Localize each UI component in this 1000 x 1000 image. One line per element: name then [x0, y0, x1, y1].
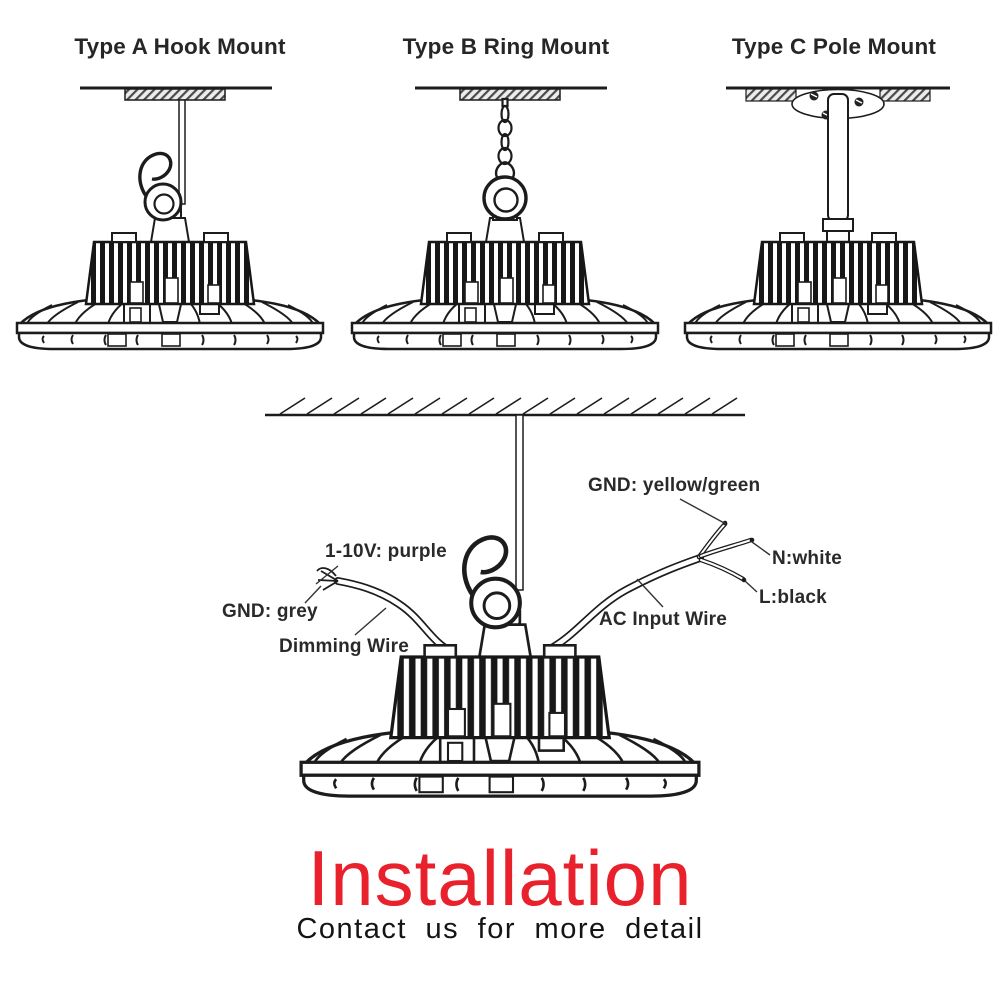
wiring-figure	[265, 397, 771, 798]
label-ground-ac: GND: yellow/green	[588, 475, 761, 496]
type-b-ring-mount-figure	[350, 86, 660, 351]
label-ground-dimming: GND: grey	[222, 601, 318, 622]
label-ac-input: AC Input Wire	[599, 609, 728, 630]
type-a-title: Type A Hook Mount	[74, 34, 286, 59]
type-c-title: Type C Pole Mount	[731, 34, 937, 59]
contact-subheading: Contact us for more detail	[296, 913, 704, 945]
ac-input-wire-art	[544, 520, 755, 654]
installation-heading: Installation	[307, 834, 693, 922]
label-leader-lines	[304, 498, 771, 636]
label-live: L:black	[759, 587, 827, 608]
label-dimming-signal: 1-10V: purple	[325, 541, 447, 562]
type-b-title: Type B Ring Mount	[402, 34, 610, 59]
ceiling-hatch-ticks	[279, 397, 738, 415]
dimming-wire-art	[316, 567, 456, 656]
type-c-pole-mount-figure	[683, 86, 993, 351]
type-a-hook-mount-figure	[15, 86, 325, 351]
label-dimming-wire: Dimming Wire	[279, 636, 409, 657]
label-neutral: N:white	[772, 548, 843, 569]
